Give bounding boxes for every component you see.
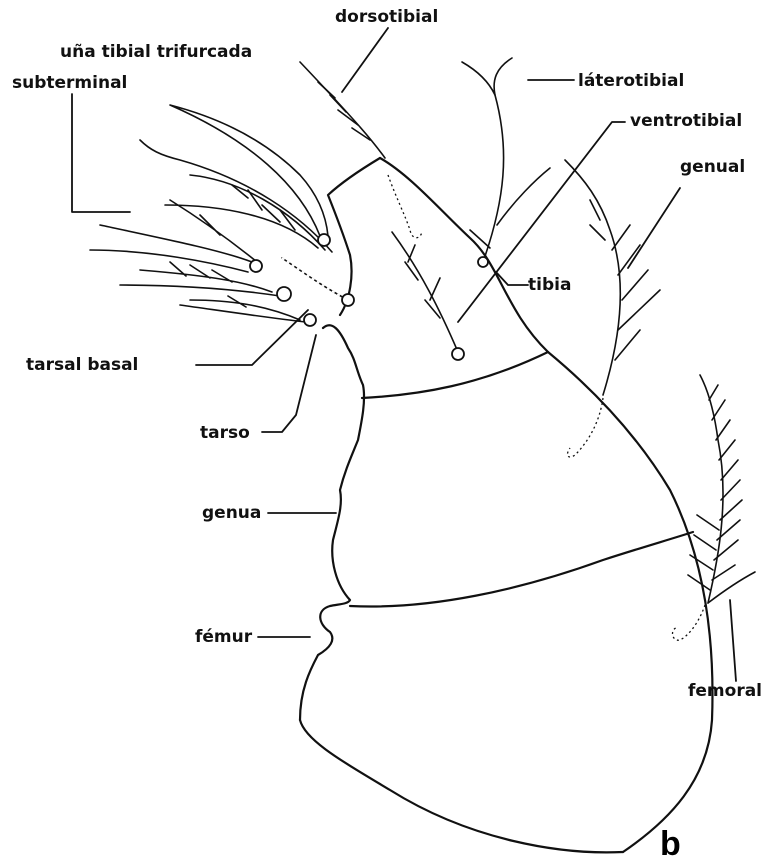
setae: [90, 58, 755, 640]
leader-femoral: [730, 600, 736, 681]
leader-tarsal-basal: [196, 310, 308, 365]
label-genua: genua: [202, 503, 261, 523]
label-subterminal: subterminal: [12, 73, 127, 93]
label-tarso: tarso: [200, 423, 250, 443]
label-una-tibial-trifurcada: uña tibial trifurcada: [60, 42, 252, 62]
label-dorsotibial: dorsotibial: [335, 7, 438, 27]
label-femur: fémur: [195, 627, 253, 647]
leader-tarso: [262, 335, 316, 432]
labels: dorsotibial uña tibial trifurcada subter…: [12, 7, 762, 863]
label-genual: genual: [680, 157, 745, 177]
palp-outline: [300, 158, 713, 852]
label-femoral: femoral: [688, 681, 762, 701]
leader-genual: [628, 188, 680, 268]
leader-subterminal: [72, 94, 130, 212]
label-tibia: tibia: [528, 275, 571, 295]
panel-letter: b: [660, 825, 681, 863]
label-laterotibial: láterotibial: [578, 71, 684, 91]
label-ventrotibial: ventrotibial: [630, 111, 742, 131]
label-tarsal-basal: tarsal basal: [26, 355, 138, 375]
leader-dorsotibial: [342, 28, 388, 92]
